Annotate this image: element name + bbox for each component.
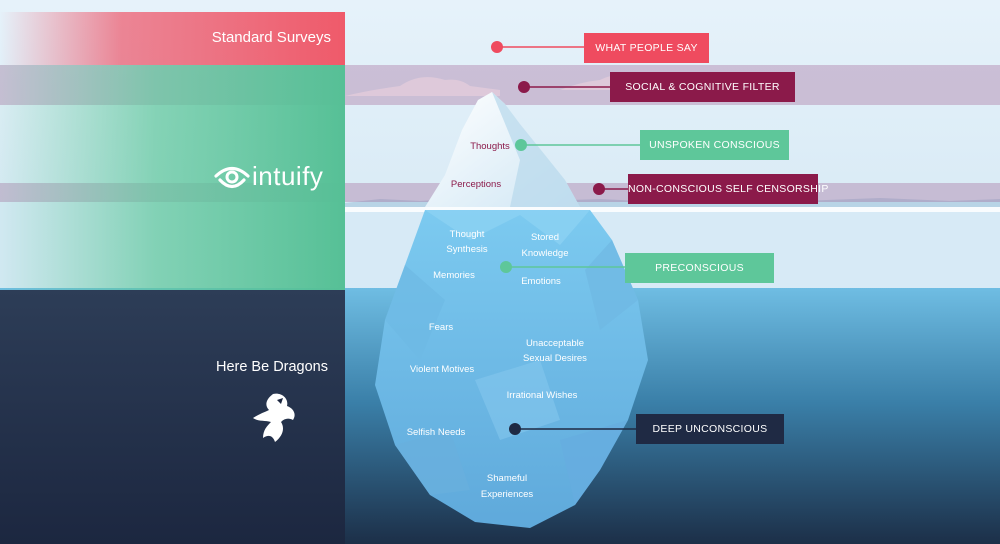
unacceptable-label-2: Sexual Desires bbox=[523, 353, 587, 364]
deep-unconscious-callout: DEEP UNCONSCIOUS bbox=[636, 414, 784, 444]
self-censorship-dot bbox=[593, 183, 605, 195]
social-cognitive-filter-callout: SOCIAL & COGNITIVE FILTER bbox=[610, 72, 795, 102]
iceberg-facet-6 bbox=[475, 360, 560, 440]
iceberg-tip-shade bbox=[492, 92, 580, 207]
deep-unconscious-dot bbox=[509, 423, 521, 435]
unspoken-conscious-dot bbox=[515, 139, 527, 151]
connectors bbox=[491, 41, 640, 435]
unacceptable-label-1: Unacceptable bbox=[526, 338, 584, 349]
non-conscious-self-censorship-callout: NON-CONSCIOUS SELF CENSORSHIP bbox=[628, 174, 828, 204]
here-be-dragons-panel: Here Be Dragons bbox=[0, 290, 345, 544]
stored-knowledge-label-2: Knowledge bbox=[521, 248, 568, 259]
preconscious-callout: PRECONSCIOUS bbox=[625, 253, 774, 283]
fears-label: Fears bbox=[429, 322, 454, 333]
intuify-panel: intuify bbox=[0, 65, 345, 290]
unspoken-conscious-callout: UNSPOKEN CONSCIOUS bbox=[640, 130, 789, 160]
thoughts-label: Thoughts bbox=[470, 141, 510, 152]
intuify-eye-logo-icon bbox=[214, 166, 250, 189]
emotions-label: Emotions bbox=[521, 276, 561, 287]
irrational-wishes-label: Irrational Wishes bbox=[507, 390, 578, 401]
iceberg-facet-3 bbox=[585, 240, 638, 330]
sea-dragon-icon bbox=[253, 393, 295, 442]
violent-motives-label: Violent Motives bbox=[410, 364, 474, 375]
shameful-label-2: Experiences bbox=[481, 489, 534, 500]
shameful-label-1: Shameful bbox=[487, 473, 527, 484]
standard-surveys-label: Standard Surveys bbox=[211, 29, 331, 46]
thought-synthesis-label-2: Synthesis bbox=[446, 244, 487, 255]
stored-knowledge-label-1: Stored bbox=[531, 232, 559, 243]
memories-label: Memories bbox=[433, 270, 475, 281]
iceberg-facet-1 bbox=[425, 210, 590, 245]
standard-surveys-panel: Standard Surveys bbox=[0, 12, 345, 65]
perceptions-label: Perceptions bbox=[451, 179, 501, 190]
iceberg-facet-4 bbox=[395, 430, 470, 495]
iceberg-facet-2 bbox=[385, 265, 445, 360]
here-be-dragons-label: Here Be Dragons bbox=[215, 359, 328, 375]
selfish-needs-label: Selfish Needs bbox=[407, 427, 466, 438]
what-people-say-dot bbox=[491, 41, 503, 53]
thought-synthesis-label-1: Thought bbox=[450, 229, 485, 240]
intuify-logo: intuify bbox=[212, 159, 337, 195]
what-people-say-callout: WHAT PEOPLE SAY bbox=[584, 33, 709, 63]
cloud-left bbox=[345, 77, 500, 96]
intuify-brand-text: intuify bbox=[252, 161, 324, 191]
preconscious-dot bbox=[500, 261, 512, 273]
waterline bbox=[345, 207, 1000, 212]
iceberg-facet-5 bbox=[560, 420, 628, 505]
social-filter-dot bbox=[518, 81, 530, 93]
